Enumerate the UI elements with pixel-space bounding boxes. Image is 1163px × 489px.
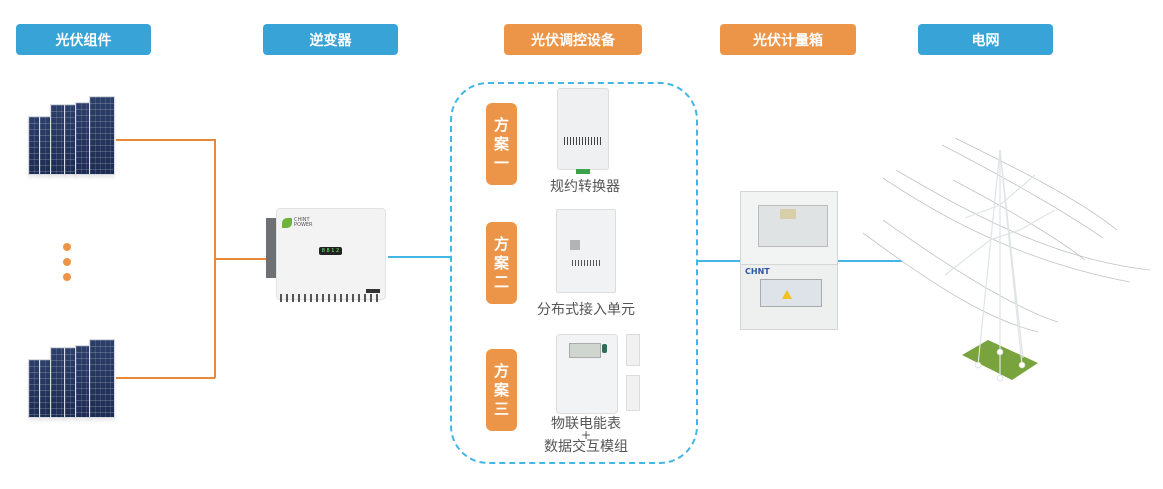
ac-line-meterbox-to-grid (838, 260, 902, 262)
header-pv-meter-box: 光伏计量箱 (720, 24, 856, 55)
header-label: 逆变器 (309, 32, 352, 49)
iot-energy-meter-image (556, 334, 618, 414)
header-grid: 电网 (918, 24, 1053, 55)
data-module-image (626, 334, 640, 366)
data-module-image (626, 375, 640, 411)
inverter-display: 8 8 1 2 (319, 247, 342, 255)
solar-panel-array-bottom (28, 339, 118, 421)
warning-icon (782, 290, 792, 299)
protocol-converter-image (557, 88, 609, 174)
power-tower-image (862, 137, 1151, 382)
dc-line-to-inverter (214, 258, 289, 260)
header-label: 光伏组件 (55, 32, 112, 49)
ellipsis-dot (63, 273, 71, 281)
ellipsis-dot (63, 258, 71, 266)
pv-meter-box-image: CHNT (738, 191, 838, 331)
ac-line-inverter-to-control (388, 256, 451, 258)
header-label: 光伏计量箱 (753, 32, 823, 49)
ellipsis-dot (63, 243, 71, 251)
scheme-2-caption: 分布式接入单元 (537, 302, 635, 318)
header-label: 光伏调控设备 (531, 32, 615, 49)
scheme-1-caption: 规约转换器 (550, 179, 620, 195)
header-pv-control-device: 光伏调控设备 (504, 24, 642, 55)
distributed-access-unit-image (556, 209, 616, 293)
dc-line-bottom (116, 377, 215, 379)
chint-leaf-icon (282, 218, 292, 228)
scheme-3-caption: 物联电能表 + 数据交互模组 (544, 416, 628, 455)
dc-line-top (116, 139, 215, 141)
solar-panel-array-top (28, 96, 118, 178)
scheme-2-badge: 方案二 (486, 222, 517, 304)
scheme-1-badge: 方案一 (486, 103, 517, 185)
header-label: 电网 (971, 32, 1000, 49)
scheme-3-badge: 方案三 (486, 349, 517, 431)
chnt-logo: CHNT (745, 267, 770, 276)
control-device-options-box (450, 82, 698, 464)
ac-line-control-to-meterbox (698, 260, 740, 262)
header-inverter: 逆变器 (263, 24, 398, 55)
header-pv-modules: 光伏组件 (16, 24, 151, 55)
